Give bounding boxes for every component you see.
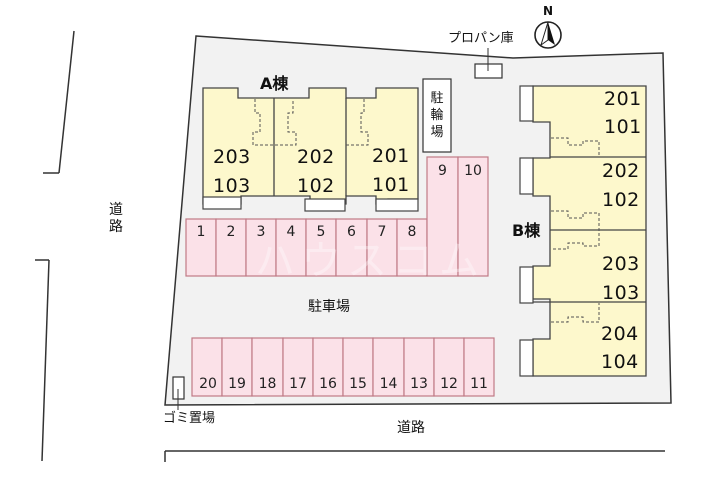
unit-b-104[interactable]: 104 <box>601 351 639 373</box>
road-label-south: 道路 <box>397 420 425 436</box>
parking-space-14[interactable]: 14 <box>379 376 398 392</box>
unit-b-102[interactable]: 102 <box>602 189 640 211</box>
road-edge-line <box>58 30 75 174</box>
parking-space-3[interactable]: 3 <box>256 224 266 240</box>
compass-north-label: N <box>543 4 554 18</box>
road-label-west: 道路 <box>109 202 123 235</box>
parking-space-1[interactable]: 1 <box>196 224 206 240</box>
garbage-area-label: ゴミ置場 <box>163 411 216 426</box>
parking-space-8[interactable]: 8 <box>407 224 417 240</box>
building-a <box>202 87 419 212</box>
propane-storage-label: プロパン庫 <box>448 31 514 46</box>
unit-a-202[interactable]: 202 <box>297 146 335 168</box>
unit-b-202[interactable]: 202 <box>602 160 640 182</box>
parking-space-9[interactable]: 9 <box>438 163 447 179</box>
parking-space-13[interactable]: 13 <box>410 376 428 392</box>
road-edge-line <box>41 259 50 462</box>
building-a-label: A棟 <box>260 74 289 93</box>
parking-space-10[interactable]: 10 <box>464 163 482 179</box>
parking-space-20[interactable]: 20 <box>199 376 217 392</box>
compass-icon <box>534 21 562 49</box>
parking-row-south <box>191 337 495 397</box>
unit-b-204[interactable]: 204 <box>601 323 639 345</box>
parking-space-12[interactable]: 12 <box>440 376 458 392</box>
parking-space-5[interactable]: 5 <box>316 224 326 240</box>
unit-a-101[interactable]: 101 <box>372 174 410 196</box>
bicycle-parking-label: 駐輪場 <box>430 91 444 140</box>
parking-space-6[interactable]: 6 <box>347 224 356 240</box>
unit-a-203[interactable]: 203 <box>213 146 251 168</box>
parking-space-2[interactable]: 2 <box>226 224 236 240</box>
parking-space-17[interactable]: 17 <box>289 376 307 392</box>
parking-space-16[interactable]: 16 <box>319 376 337 392</box>
parking-space-11[interactable]: 11 <box>470 376 488 392</box>
parking-space-19[interactable]: 19 <box>228 376 246 392</box>
building-b-label: B棟 <box>512 221 541 240</box>
unit-a-103[interactable]: 103 <box>213 175 251 197</box>
parking-lot-label: 駐車場 <box>308 299 350 315</box>
bicycle-parking-box <box>422 78 452 153</box>
parking-space-4[interactable]: 4 <box>286 224 296 240</box>
watermark: ハウスコム <box>255 238 485 284</box>
unit-a-201[interactable]: 201 <box>372 145 410 167</box>
parking-space-18[interactable]: 18 <box>258 376 277 392</box>
parking-space-15[interactable]: 15 <box>349 376 367 392</box>
unit-a-102[interactable]: 102 <box>297 175 335 197</box>
parking-row-north <box>185 156 489 277</box>
unit-b-103[interactable]: 103 <box>602 282 640 304</box>
building-b <box>519 85 647 377</box>
unit-b-201[interactable]: 201 <box>604 88 642 110</box>
parking-space-7[interactable]: 7 <box>377 224 387 240</box>
unit-b-101[interactable]: 101 <box>604 116 642 138</box>
unit-b-203[interactable]: 203 <box>602 253 640 275</box>
